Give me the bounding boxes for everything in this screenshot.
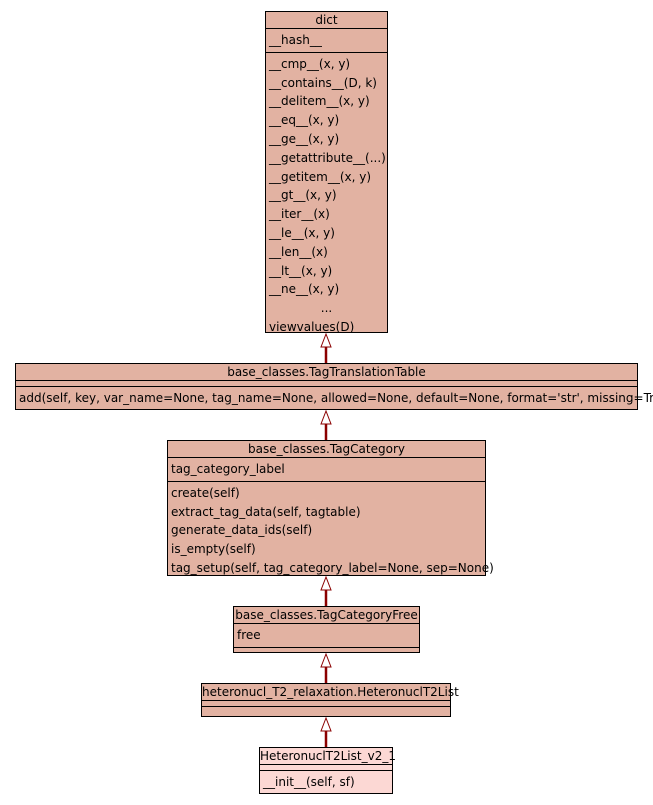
attributes-section	[202, 700, 450, 706]
method: viewvalues(D)	[269, 319, 355, 334]
method: __init__(self, sf)	[263, 775, 355, 789]
attribute: tag_category_label	[171, 462, 285, 476]
method: __getitem__(x, y)	[269, 169, 372, 184]
method: __ne__(x, y)	[269, 282, 340, 297]
method: __lt__(x, y)	[269, 263, 333, 278]
attribute: free	[237, 628, 261, 642]
method: __getattribute__(...)	[269, 150, 386, 165]
method: __cmp__(x, y)	[269, 56, 351, 71]
class-name: dict	[315, 13, 338, 27]
class-name: HeteronuclT2List_v2_1	[260, 749, 396, 763]
method: extract_tag_data(self, tagtable)	[171, 504, 361, 519]
method: is_empty(self)	[171, 542, 256, 557]
methods-section	[234, 646, 419, 653]
attribute: __hash__	[269, 33, 322, 47]
inheritance-arrow-v2-1-to-heteronuclt2list	[320, 716, 332, 747]
method: tag_setup(self, tag_category_label=None,…	[171, 560, 494, 575]
method: __eq__(x, y)	[269, 113, 340, 128]
attributes-section: __hash__	[266, 28, 387, 52]
class-tag-category-free[interactable]: base_classes.TagCategoryFree free	[233, 606, 420, 653]
methods-section: add(self, key, var_name=None, tag_name=N…	[16, 386, 653, 410]
attributes-section: tag_category_label	[168, 457, 485, 481]
class-tag-translation-table[interactable]: base_classes.TagTranslationTable add(sel…	[15, 363, 653, 410]
method: generate_data_ids(self)	[171, 523, 313, 538]
method: __len__(x)	[269, 244, 328, 259]
method: __contains__(D, k)	[269, 75, 377, 90]
method: __ge__(x, y)	[269, 131, 340, 146]
attributes-section	[16, 380, 637, 386]
inheritance-arrow-tagcategory-to-tagtranslationtable	[320, 409, 332, 440]
class-name: base_classes.TagCategoryFree	[235, 608, 418, 622]
class-heteronucl-t2-list[interactable]: heteronucl_T2_relaxation.HeteronuclT2Lis…	[201, 683, 459, 717]
method-ellipsis: ...	[320, 301, 333, 316]
attributes-section: free	[234, 623, 419, 647]
attributes-section	[260, 764, 392, 770]
methods-section: create(self) extract_tag_data(self, tagt…	[168, 480, 494, 580]
class-name: base_classes.TagTranslationTable	[227, 365, 426, 379]
methods-section: __init__(self, sf)	[260, 770, 392, 794]
methods-section	[202, 706, 450, 712]
class-name: base_classes.TagCategory	[248, 442, 405, 456]
inheritance-arrow-heteronuclt2list-to-tagcategoryfree	[320, 652, 332, 683]
methods-section: __cmp__(x, y) __contains__(D, k) __delit…	[266, 51, 387, 339]
class-dict[interactable]: dict __hash__ __cmp__(x, y) __contains__…	[265, 11, 388, 334]
inheritance-arrow-tagcategoryfree-to-tagcategory	[320, 575, 332, 606]
method: __iter__(x)	[269, 207, 330, 222]
method: __gt__(x, y)	[269, 188, 337, 203]
method: __le__(x, y)	[269, 225, 335, 240]
method: add(self, key, var_name=None, tag_name=N…	[19, 391, 653, 405]
method: __delitem__(x, y)	[269, 94, 370, 109]
class-heteronucl-t2-list-v2-1[interactable]: HeteronuclT2List_v2_1 __init__(self, sf)	[259, 747, 396, 794]
class-tag-category[interactable]: base_classes.TagCategory tag_category_la…	[167, 440, 494, 576]
class-name: heteronucl_T2_relaxation.HeteronuclT2Lis…	[202, 685, 459, 699]
method: create(self)	[171, 485, 240, 500]
inheritance-arrow-tagtranslationtable-to-dict	[320, 332, 332, 363]
